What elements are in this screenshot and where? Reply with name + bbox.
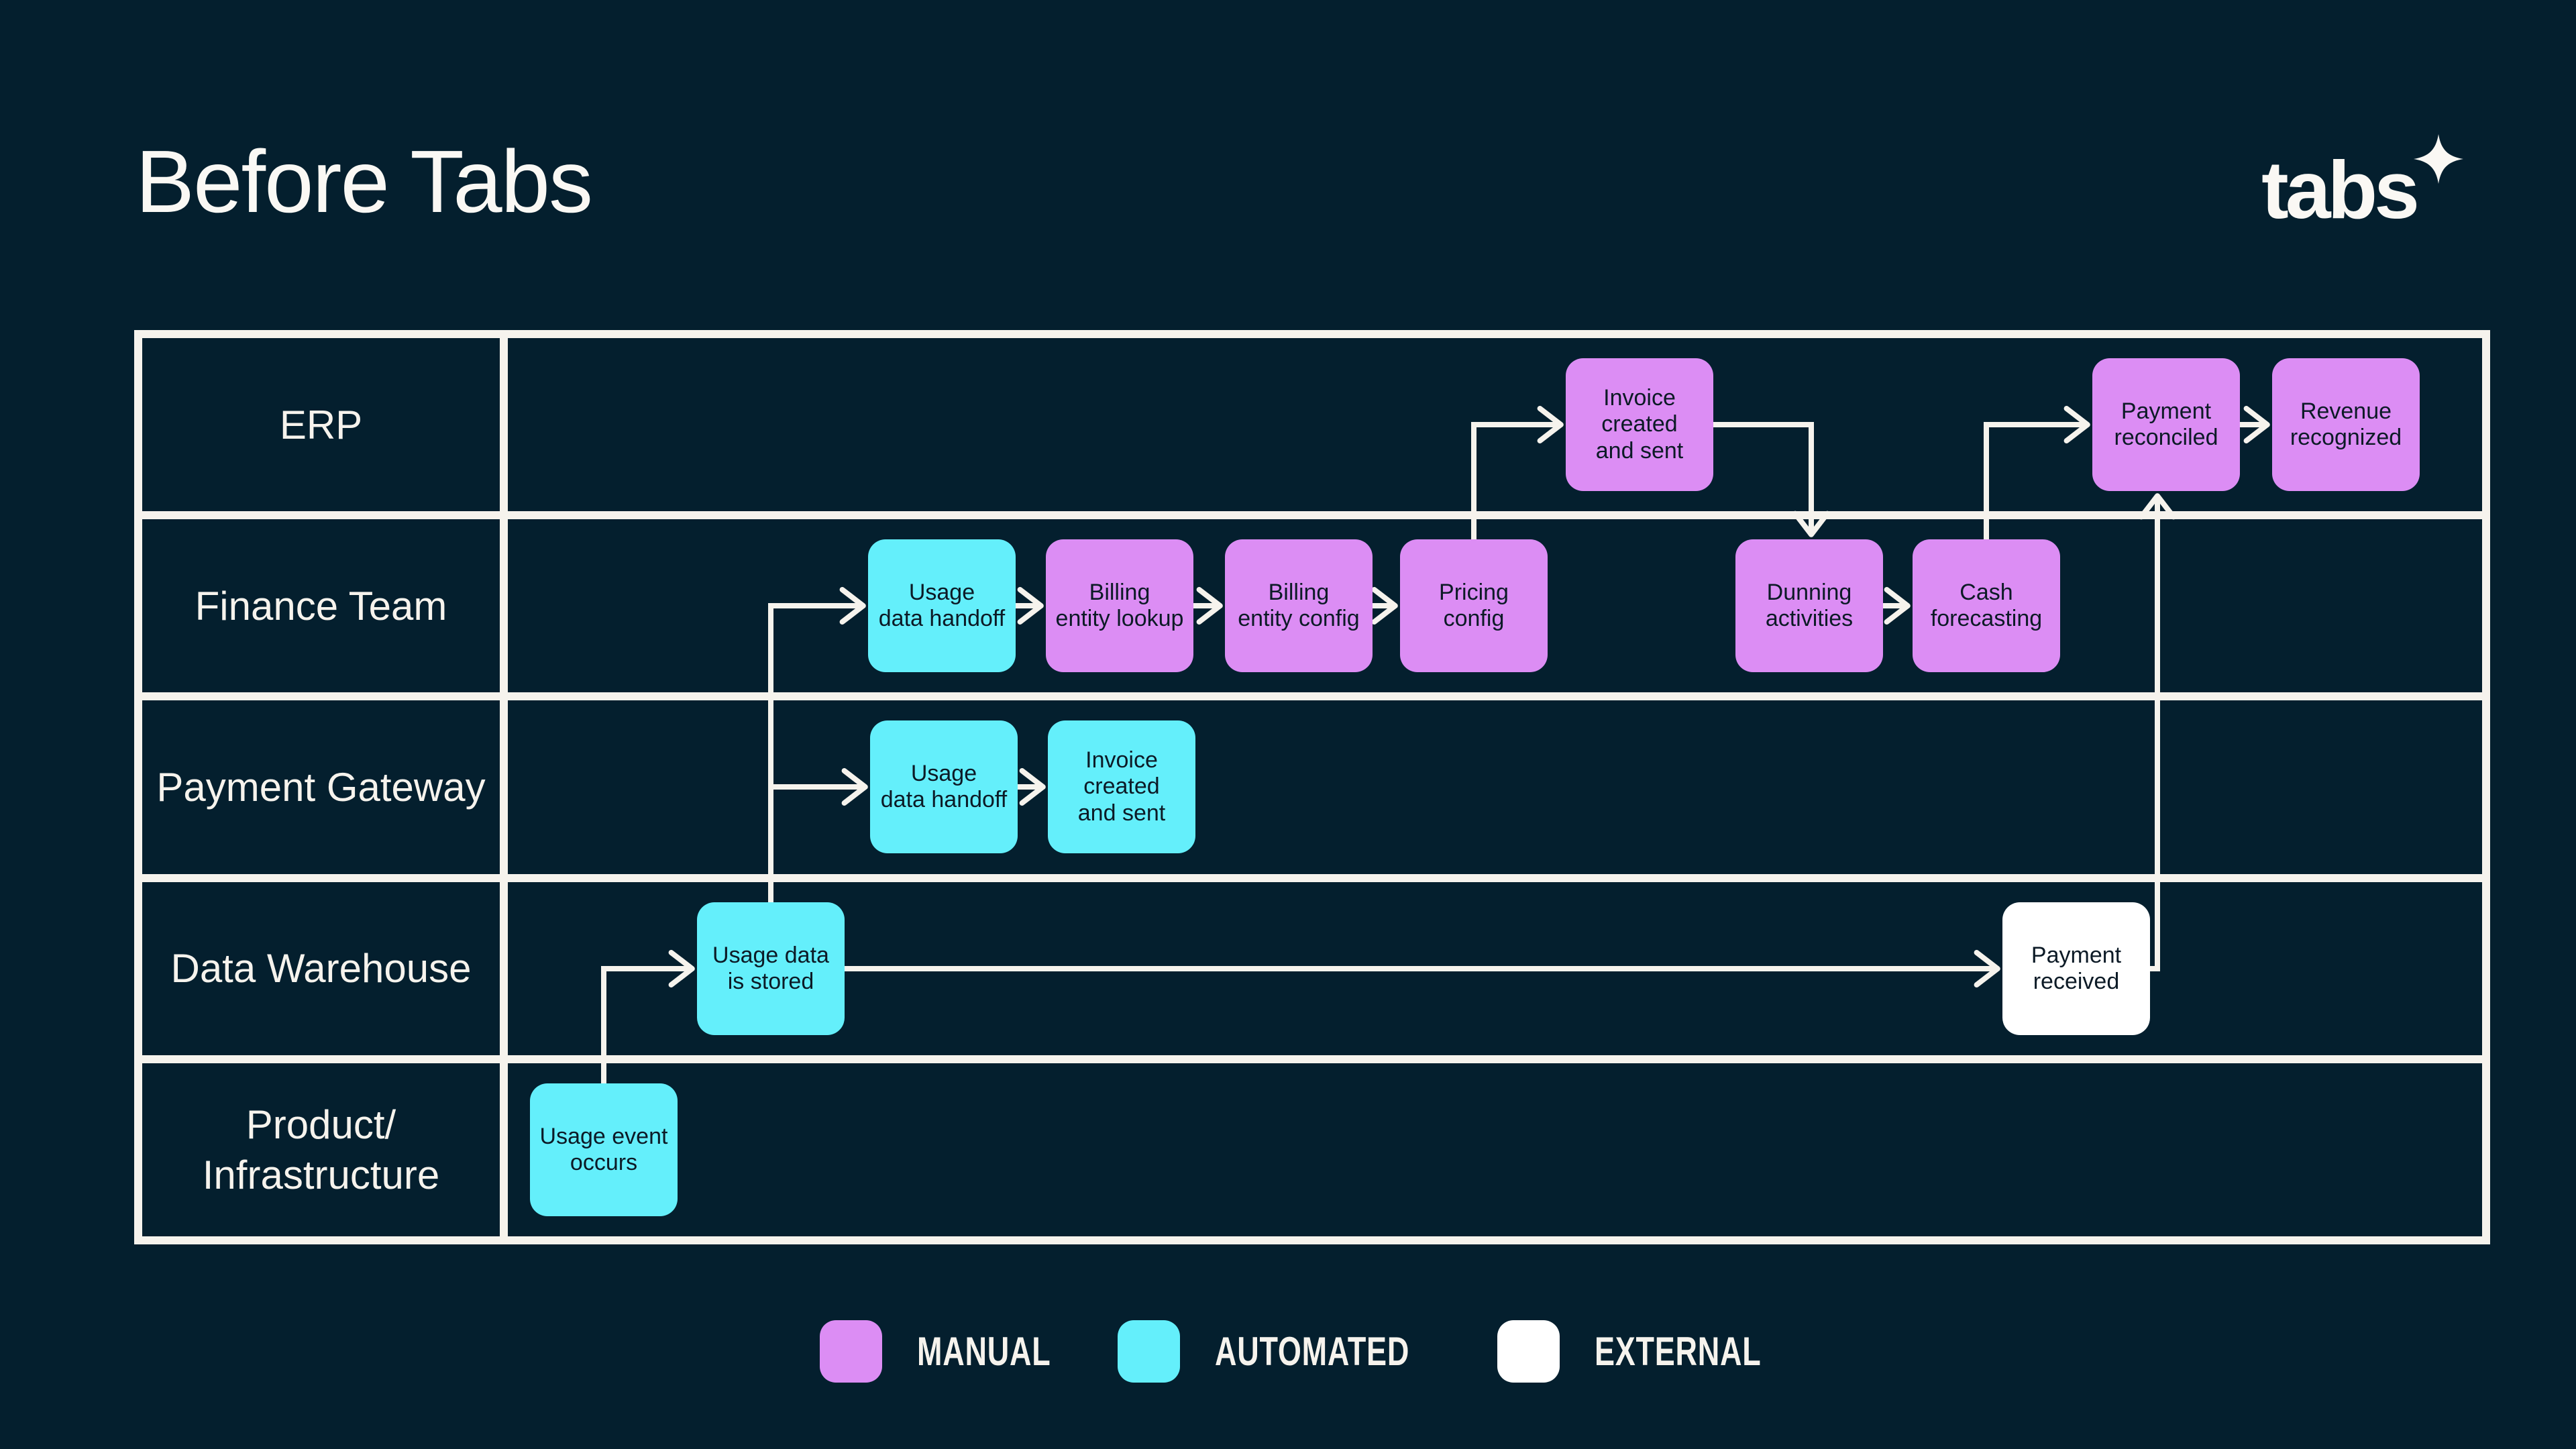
node-finance-usage-data-handoff: Usage data handoff (868, 539, 1016, 672)
node-gateway-invoice-created: Invoice created and sent (1048, 720, 1195, 853)
node-gateway-usage-data-handoff: Usage data handoff (870, 720, 1018, 853)
node-billing-entity-lookup: Billing entity lookup (1046, 539, 1193, 672)
tabs-logo: tabs (2261, 134, 2463, 235)
legend-item-external: EXTERNAL (1497, 1320, 1817, 1383)
node-erp-payment-reconciled: Payment reconciled (2092, 358, 2240, 491)
node-pricing-config: Pricing config (1400, 539, 1548, 672)
legend-label-external: EXTERNAL (1595, 1329, 1762, 1374)
node-dunning-activities: Dunning activities (1735, 539, 1883, 672)
automated-swatch-icon (1118, 1320, 1180, 1383)
lane-content-product-infrastructure (508, 1063, 2482, 1236)
legend-label-manual: MANUAL (917, 1329, 1051, 1374)
four-point-sparkle-icon (2414, 134, 2463, 184)
external-swatch-icon (1497, 1320, 1560, 1383)
node-usage-data-is-stored: Usage data is stored (697, 902, 845, 1035)
lane-label-text: Payment Gateway (156, 764, 486, 810)
lane-label-text: ERP (279, 402, 363, 447)
lane-label-text: Data Warehouse (170, 946, 472, 991)
page-title: Before Tabs (136, 132, 593, 231)
lane-content-payment-gateway (508, 700, 2482, 874)
lane-label-payment-gateway: Payment Gateway (142, 700, 500, 874)
node-erp-invoice-created: Invoice created and sent (1566, 358, 1713, 491)
manual-swatch-icon (820, 1320, 882, 1383)
tabs-logo-text: tabs (2261, 144, 2420, 235)
lane-label-product-infrastructure: Product/ Infrastructure (142, 1063, 500, 1236)
lane-label-text: Product/ Infrastructure (202, 1102, 440, 1197)
lane-label-finance-team: Finance Team (142, 519, 500, 693)
node-erp-revenue-recognized: Revenue recognized (2272, 358, 2420, 491)
legend-label-automated: AUTOMATED (1215, 1329, 1410, 1374)
lane-label-text: Finance Team (195, 583, 447, 629)
legend-item-manual: MANUAL (820, 1320, 1095, 1383)
node-payment-received: Payment received (2002, 902, 2150, 1035)
lane-label-erp: ERP (142, 338, 500, 512)
node-usage-event-occurs: Usage event occurs (530, 1083, 678, 1216)
lane-label-data-warehouse: Data Warehouse (142, 881, 500, 1055)
legend-item-automated: AUTOMATED (1118, 1320, 1474, 1383)
node-billing-entity-config: Billing entity config (1225, 539, 1373, 672)
node-cash-forecasting: Cash forecasting (1913, 539, 2060, 672)
